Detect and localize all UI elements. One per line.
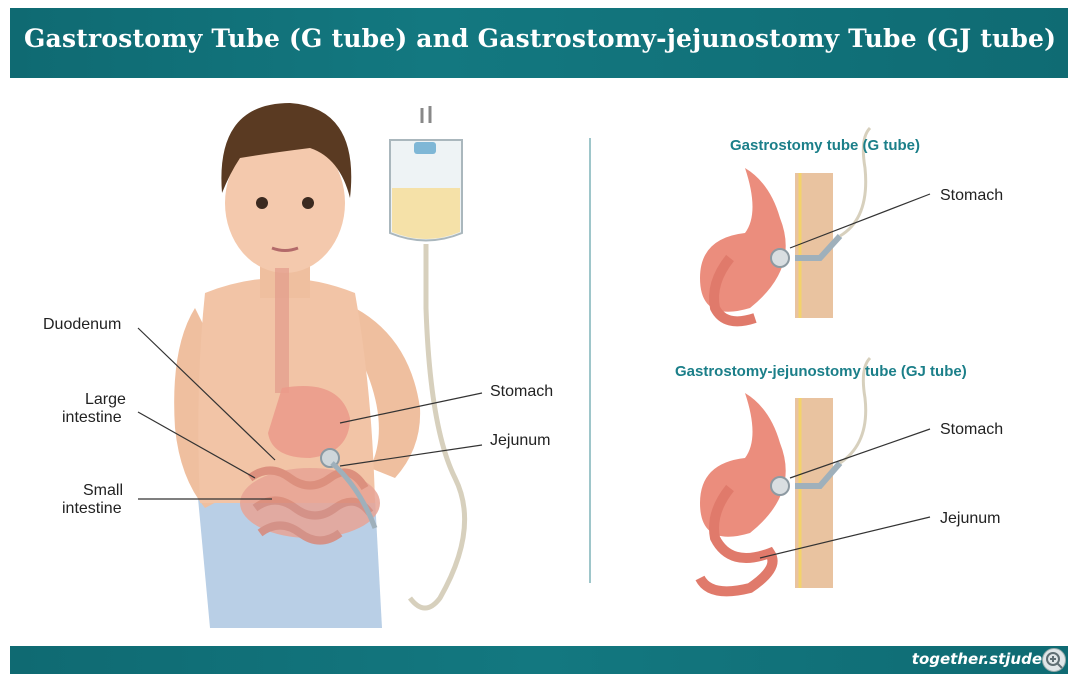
zoom-in-icon[interactable] [1042,648,1066,672]
gj-tube-diagram [700,358,870,591]
gj-tube-stomach-label: Stomach [940,421,1003,438]
label-small-intestine-line1: Small [83,482,123,499]
g-tube-diagram [700,128,870,321]
leader-jejunum-gj [760,517,930,558]
gj-tube-jejunum-label: Jejunum [940,510,1000,527]
label-large-intestine-line2: intestine [62,409,122,426]
g-tube-balloon [771,249,789,267]
label-large-intestine-line1: Large [85,391,126,408]
g-tube-stomach-label: Stomach [940,187,1003,204]
right-eye [302,197,314,209]
stomach-organ [268,386,350,458]
label-jejunum: Jejunum [490,432,550,449]
label-small-intestine-line2: intestine [62,500,122,517]
footer-bar: together.stjude [10,646,1068,674]
illustration: Duodenum Large intestine Small intestine… [10,8,1068,646]
infographic-frame: Gastrostomy Tube (G tube) and Gastrostom… [10,8,1068,674]
gj-tube-title: Gastrostomy-jejunostomy tube (GJ tube) [675,363,967,380]
label-stomach: Stomach [490,383,553,400]
left-eye [256,197,268,209]
bag-cap [414,142,436,154]
formula-fill [392,188,460,239]
brand-text[interactable]: together.stjude [912,650,1042,668]
gj-tube-balloon [771,477,789,495]
g-tube-title: Gastrostomy tube (G tube) [730,137,920,154]
child-illustration [174,103,420,628]
label-duodenum: Duodenum [43,316,121,333]
